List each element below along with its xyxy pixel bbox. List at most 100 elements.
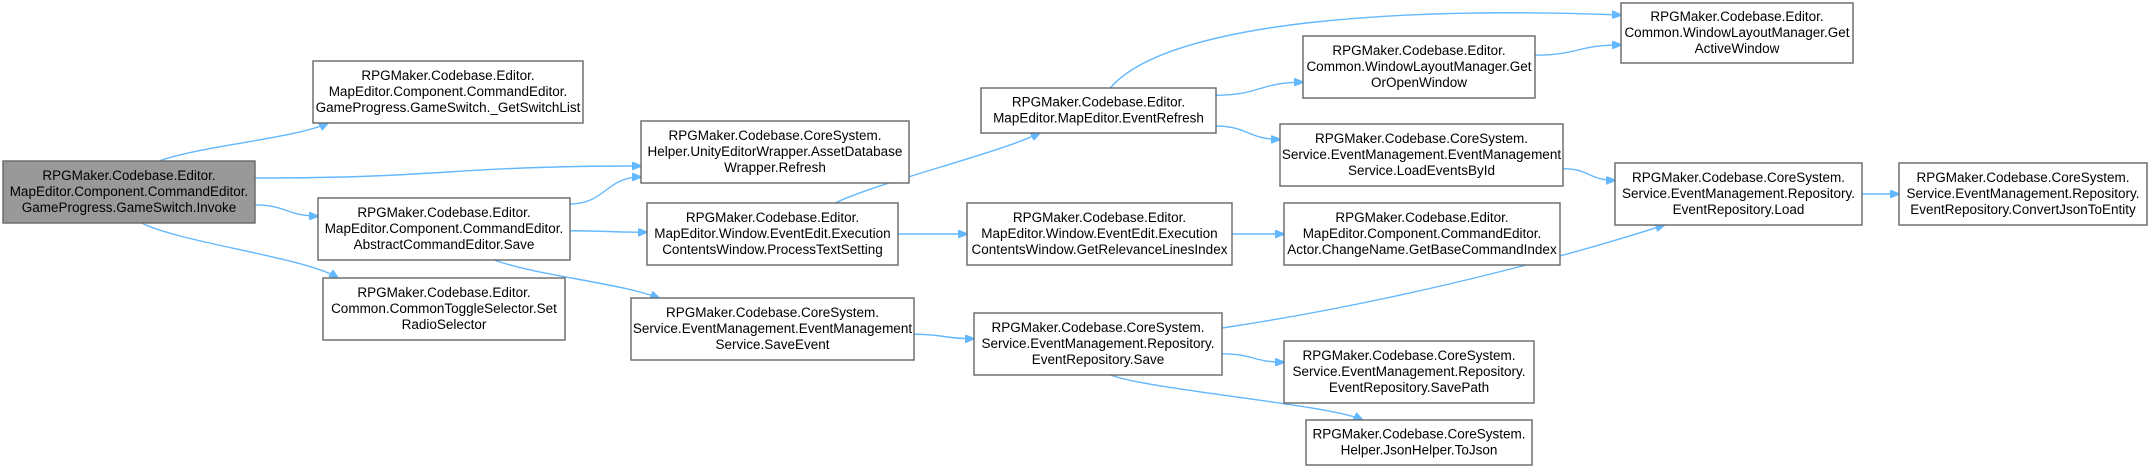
node-label-line: MapEditor.Window.EventEdit.Execution <box>981 226 1217 241</box>
node-label-line: RPGMaker.Codebase.CoreSystem. <box>666 305 879 320</box>
graph-node-getActive[interactable]: RPGMaker.Codebase.Editor.Common.WindowLa… <box>1620 2 1854 64</box>
graph-node-processText[interactable]: RPGMaker.Codebase.Editor.MapEditor.Windo… <box>646 202 899 266</box>
edge-repoSave-to-toJson <box>1110 374 1362 420</box>
node-label-line: OrOpenWindow <box>1371 75 1467 90</box>
edge-saveEvent-to-repoSave <box>913 333 974 339</box>
edge-root-to-getSwitchList <box>158 123 328 162</box>
graph-node-convertJson[interactable]: RPGMaker.Codebase.CoreSystem.Service.Eve… <box>1898 162 2148 226</box>
node-label-line: Actor.ChangeName.GetBaseCommandIndex <box>1287 242 1557 257</box>
edge-eventRefresh-to-getActive <box>1109 13 1621 89</box>
node-box <box>1305 419 1533 466</box>
edge-eventRefresh-to-loadById <box>1215 125 1280 139</box>
node-label-line: MapEditor.Component.CommandEditor. <box>10 184 249 199</box>
node-label-line: RPGMaker.Codebase.Editor. <box>1012 95 1185 110</box>
node-label-line: RPGMaker.Codebase.CoreSystem. <box>1312 427 1525 442</box>
graph-node-toJson[interactable]: RPGMaker.Codebase.CoreSystem.Helper.Json… <box>1305 419 1533 466</box>
graph-node-abstractSave[interactable]: RPGMaker.Codebase.Editor.MapEditor.Compo… <box>317 197 571 261</box>
node-label-line: RPGMaker.Codebase.CoreSystem. <box>668 128 881 143</box>
edge-loadById-to-repoLoad <box>1562 167 1615 181</box>
node-label-line: Wrapper.Refresh <box>724 160 826 175</box>
node-box <box>646 202 899 266</box>
node-label-line: Service.EventManagement.Repository. <box>981 336 1214 351</box>
node-box <box>322 277 566 341</box>
node-label-line: RPGMaker.Codebase.Editor. <box>1332 43 1505 58</box>
node-label-line: Common.CommonToggleSelector.Set <box>331 301 557 316</box>
edge-abstractSave-to-processText <box>569 231 647 233</box>
node-box <box>1620 2 1854 64</box>
node-box <box>630 297 915 361</box>
graph-node-savePath[interactable]: RPGMaker.Codebase.CoreSystem.Service.Eve… <box>1283 340 1535 404</box>
node-label-line: MapEditor.Component.CommandEditor. <box>329 84 568 99</box>
node-label-line: Service.EventManagement.Repository. <box>1292 364 1525 379</box>
graph-node-getOrOpen[interactable]: RPGMaker.Codebase.Editor.Common.WindowLa… <box>1302 35 1536 99</box>
node-box <box>1283 202 1561 266</box>
node-box <box>966 202 1233 266</box>
node-label-line: Service.EventManagement.Repository. <box>1906 186 2139 201</box>
node-label-line: RPGMaker.Codebase.Editor. <box>357 285 530 300</box>
node-label-line: RPGMaker.Codebase.Editor. <box>1013 210 1186 225</box>
node-label-line: Service.EventManagement.Repository. <box>1622 186 1855 201</box>
edges-layer <box>141 13 1899 420</box>
node-box <box>1283 340 1535 404</box>
node-label-line: Service.SaveEvent <box>715 337 829 352</box>
node-label-line: Service.EventManagement.EventManagement <box>633 321 912 336</box>
node-label-line: GameProgress.GameSwitch.Invoke <box>22 200 237 215</box>
node-label-line: RPGMaker.Codebase.Editor. <box>361 68 534 83</box>
graph-node-root[interactable]: RPGMaker.Codebase.Editor.MapEditor.Compo… <box>2 160 256 224</box>
node-box <box>2 160 256 224</box>
node-label-line: ContentsWindow.ProcessTextSetting <box>662 242 883 257</box>
node-label-line: RPGMaker.Codebase.Editor. <box>42 168 215 183</box>
node-label-line: MapEditor.Component.CommandEditor. <box>325 221 564 236</box>
node-label-line: Helper.UnityEditorWrapper.AssetDatabase <box>648 144 903 159</box>
node-label-line: MapEditor.MapEditor.EventRefresh <box>993 111 1204 126</box>
graph-node-repoLoad[interactable]: RPGMaker.Codebase.CoreSystem.Service.Eve… <box>1614 162 1863 226</box>
node-box <box>317 197 571 261</box>
graph-node-repoSave[interactable]: RPGMaker.Codebase.CoreSystem.Service.Eve… <box>973 312 1223 376</box>
edge-root-to-setRadio <box>141 222 338 278</box>
node-label-line: EventRepository.ConvertJsonToEntity <box>1910 202 2136 217</box>
node-box <box>980 87 1217 134</box>
edge-repoSave-to-savePath <box>1221 353 1284 362</box>
node-label-line: Common.WindowLayoutManager.Get <box>1624 25 1849 40</box>
node-label-line: ContentsWindow.GetRelevanceLinesIndex <box>972 242 1228 257</box>
node-box <box>1302 35 1536 99</box>
graph-node-assetRefresh[interactable]: RPGMaker.Codebase.CoreSystem.Helper.Unit… <box>640 120 910 184</box>
node-label-line: ActiveWindow <box>1695 41 1780 56</box>
edge-repoSave-to-repoLoad <box>1221 225 1664 329</box>
node-label-line: GameProgress.GameSwitch._GetSwitchList <box>316 100 581 115</box>
node-label-line: RPGMaker.Codebase.Editor. <box>357 205 530 220</box>
edge-abstractSave-to-assetRefresh <box>569 177 641 205</box>
node-label-line: Service.LoadEventsById <box>1348 163 1495 178</box>
node-label-line: EventRepository.SavePath <box>1329 380 1489 395</box>
node-label-line: RPGMaker.Codebase.Editor. <box>686 210 859 225</box>
node-label-line: MapEditor.Window.EventEdit.Execution <box>654 226 890 241</box>
graph-node-relevance[interactable]: RPGMaker.Codebase.Editor.MapEditor.Windo… <box>966 202 1233 266</box>
edge-getOrOpen-to-getActive <box>1534 45 1621 56</box>
node-label-line: RPGMaker.Codebase.CoreSystem. <box>1315 131 1528 146</box>
node-box <box>1898 162 2148 226</box>
node-label-line: MapEditor.Component.CommandEditor. <box>1303 226 1542 241</box>
node-label-line: RPGMaker.Codebase.CoreSystem. <box>1302 348 1515 363</box>
node-label-line: RPGMaker.Codebase.CoreSystem. <box>1916 170 2129 185</box>
node-label-line: Helper.JsonHelper.ToJson <box>1341 443 1498 458</box>
node-box <box>312 60 584 124</box>
graph-node-eventRefresh[interactable]: RPGMaker.Codebase.Editor.MapEditor.MapEd… <box>980 87 1217 134</box>
edge-abstractSave-to-saveEvent <box>494 259 659 298</box>
node-label-line: RPGMaker.Codebase.CoreSystem. <box>1632 170 1845 185</box>
graph-node-setRadio[interactable]: RPGMaker.Codebase.Editor.Common.CommonTo… <box>322 277 566 341</box>
node-label-line: RadioSelector <box>402 317 487 332</box>
edge-root-to-assetRefresh <box>254 166 641 179</box>
node-label-line: RPGMaker.Codebase.CoreSystem. <box>991 320 1204 335</box>
graph-node-changeName[interactable]: RPGMaker.Codebase.Editor.MapEditor.Compo… <box>1283 202 1561 266</box>
graph-node-getSwitchList[interactable]: RPGMaker.Codebase.Editor.MapEditor.Compo… <box>312 60 584 124</box>
graph-node-saveEvent[interactable]: RPGMaker.Codebase.CoreSystem.Service.Eve… <box>630 297 915 361</box>
node-box <box>1279 123 1564 187</box>
graph-node-loadById[interactable]: RPGMaker.Codebase.CoreSystem.Service.Eve… <box>1279 123 1564 187</box>
node-label-line: EventRepository.Load <box>1673 202 1805 217</box>
edge-eventRefresh-to-getOrOpen <box>1215 82 1303 96</box>
node-box <box>1614 162 1863 226</box>
node-label-line: EventRepository.Save <box>1032 352 1165 367</box>
node-label-line: Common.WindowLayoutManager.Get <box>1306 59 1531 74</box>
